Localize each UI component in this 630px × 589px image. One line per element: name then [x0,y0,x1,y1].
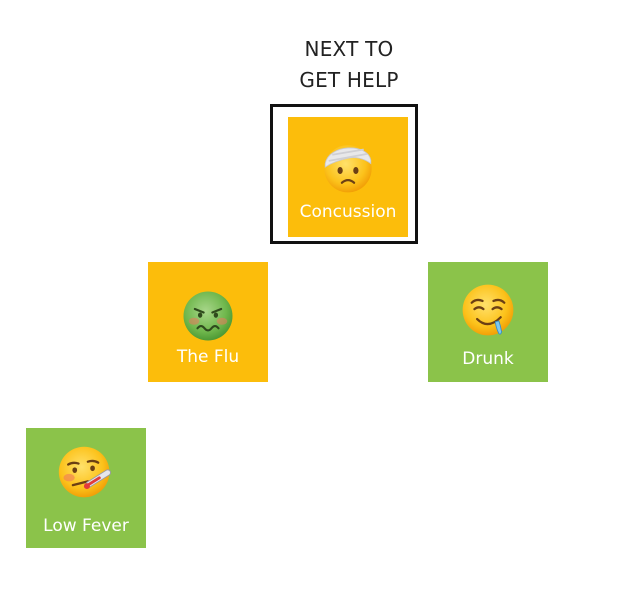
tile-low-fever[interactable]: Low Fever [26,428,146,548]
nauseated-face-emoji-icon [148,284,268,348]
head-bandage-emoji-icon [288,135,408,199]
tile-label: The Flu [176,347,240,367]
heading-line-2: GET HELP [299,68,399,92]
selected-tile-frame [270,104,418,244]
heading-line-1: NEXT TO [304,37,394,61]
drooling-face-emoji-icon [428,278,548,342]
tile-concussion[interactable]: Concussion [288,117,408,237]
tile-label: Low Fever [43,516,129,536]
next-to-get-help-heading: NEXT TO GET HELP [249,34,449,96]
tile-label: Concussion [299,202,397,222]
tile-the-flu[interactable]: The Flu [148,262,268,382]
tile-label: Drunk [462,349,514,369]
tile-drunk[interactable]: Drunk [428,262,548,382]
thermometer-face-emoji-icon [26,440,146,504]
